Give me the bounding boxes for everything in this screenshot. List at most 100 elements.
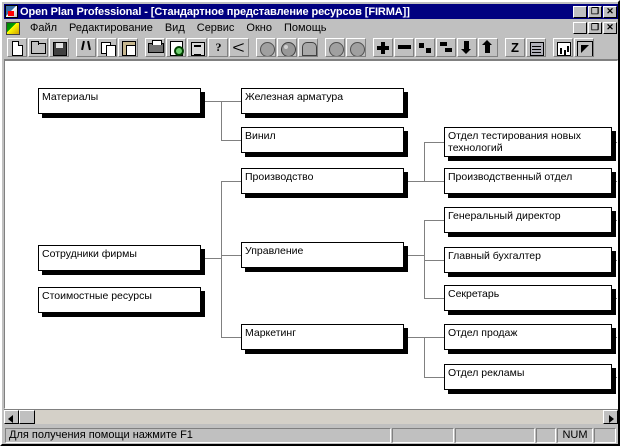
- connector-offscreen-otdel-test: [612, 142, 617, 143]
- connector-to-gl-buhgalter: [424, 260, 444, 261]
- scrollbar-track[interactable]: [19, 410, 603, 424]
- grid-view-icon[interactable]: [526, 38, 546, 57]
- connector-from-sotrudniki: [201, 258, 221, 259]
- connector-offscreen-gl-buhgalter: [612, 260, 617, 261]
- diagram-node-gl-buhgalter[interactable]: Главный бухгалтер: [444, 247, 612, 273]
- step-icon[interactable]: [436, 38, 456, 57]
- circle-shaded-icon[interactable]: [346, 38, 366, 57]
- toolbar: ? Z: [4, 36, 618, 60]
- scroll-left-arrow-icon[interactable]: [4, 410, 19, 424]
- diagram-node-upravlenie[interactable]: Управление: [241, 242, 404, 268]
- connector-to-gen-director: [424, 220, 444, 221]
- document-icon[interactable]: [6, 21, 20, 35]
- diagram-node-otdel-reklam[interactable]: Отдел рекламы: [444, 364, 612, 390]
- sort-icon[interactable]: [187, 38, 207, 57]
- connector-to-otdel-prodaj: [424, 337, 444, 338]
- minimize-button[interactable]: [573, 5, 587, 18]
- connector-trunk-sotrudniki: [221, 181, 222, 337]
- print-preview-icon[interactable]: [166, 38, 186, 57]
- diagram-node-armatura[interactable]: Железная арматура: [241, 88, 404, 114]
- connector-trunk-marketing: [424, 337, 425, 377]
- connector-to-otdel-test: [424, 142, 444, 143]
- mdi-close-button[interactable]: ✕: [603, 22, 617, 34]
- menu-item-view[interactable]: Вид: [164, 22, 185, 34]
- mdi-child-controls: ❐ ✕: [572, 22, 617, 34]
- window-title: Open Plan Professional - [Стандартное пр…: [20, 5, 410, 18]
- mdi-minimize-button[interactable]: [573, 22, 587, 34]
- chart-view-icon[interactable]: [553, 38, 573, 57]
- status-num-indicator: NUM: [557, 427, 593, 443]
- move-up-icon[interactable]: [478, 38, 498, 57]
- copy-icon[interactable]: [97, 38, 117, 57]
- connector-to-armatura: [221, 101, 241, 102]
- diagram-node-stoimostnye[interactable]: Стоимостные ресурсы: [38, 287, 201, 313]
- connector-offscreen-sekretar: [612, 298, 617, 299]
- diagram-node-materialy[interactable]: Материалы: [38, 88, 201, 114]
- cut-scissors-icon[interactable]: [76, 38, 96, 57]
- menu-item-edit[interactable]: Редактирование: [69, 22, 153, 34]
- print-icon[interactable]: [145, 38, 165, 57]
- connector-trunk-upravlenie: [424, 220, 425, 298]
- node-label: Отдел рекламы: [448, 367, 525, 379]
- scroll-right-arrow-icon[interactable]: [603, 410, 618, 424]
- open-folder-icon[interactable]: [28, 38, 48, 57]
- help-question-icon[interactable]: ?: [208, 38, 228, 57]
- diagram-node-proizv-otdel[interactable]: Производственный отдел: [444, 168, 612, 194]
- diagram-node-otdel-test[interactable]: Отдел тестирования новых технологий: [444, 127, 612, 157]
- diagram-node-marketing[interactable]: Маркетинг: [241, 324, 404, 350]
- diagram-node-otdel-prodaj[interactable]: Отдел продаж: [444, 324, 612, 350]
- connector-to-proizv-otdel: [424, 181, 444, 182]
- move-down-icon[interactable]: [457, 38, 477, 57]
- diagram-node-vinil[interactable]: Винил: [241, 127, 404, 153]
- add-plus-icon[interactable]: [373, 38, 393, 57]
- connector-to-sekretar: [424, 298, 444, 299]
- menu-item-help[interactable]: Помощь: [283, 22, 327, 34]
- connector-from-materialy: [201, 101, 221, 102]
- resource-globe-icon[interactable]: [277, 38, 297, 57]
- status-panel-d: [594, 427, 616, 443]
- remove-minus-icon[interactable]: [394, 38, 414, 57]
- app-icon: [5, 5, 18, 18]
- circle-filled-icon[interactable]: [325, 38, 345, 57]
- diagram-node-sotrudniki[interactable]: Сотрудники фирмы: [38, 245, 201, 271]
- connector-offscreen-otdel-reklam: [612, 377, 617, 378]
- link-icon[interactable]: [415, 38, 435, 57]
- title-bar: Open Plan Professional - [Стандартное пр…: [4, 4, 618, 19]
- menu-item-window[interactable]: Окно: [246, 22, 272, 34]
- node-label: Производственный отдел: [448, 171, 573, 183]
- new-file-icon[interactable]: [7, 38, 27, 57]
- diagram-node-sekretar[interactable]: Секретарь: [444, 285, 612, 311]
- connector-from-marketing: [404, 337, 424, 338]
- diagram-node-proizvodstvo[interactable]: Производство: [241, 168, 404, 194]
- zoom-z-icon[interactable]: Z: [505, 38, 525, 57]
- restore-button[interactable]: ❐: [588, 5, 602, 18]
- paste-icon[interactable]: [118, 38, 138, 57]
- connector-trunk-materialy: [221, 101, 222, 140]
- status-panel-c: [536, 427, 556, 443]
- menu-bar: Файл Редактирование Вид Сервис Окно Помо…: [4, 20, 618, 36]
- mdi-restore-button[interactable]: ❐: [588, 22, 602, 34]
- diagram-node-gen-director[interactable]: Генеральный директор: [444, 207, 612, 233]
- connector-to-marketing: [221, 337, 241, 338]
- connector-offscreen-otdel-prodaj: [612, 337, 617, 338]
- horizontal-scrollbar[interactable]: [4, 409, 618, 424]
- status-panel-b: [455, 427, 535, 443]
- node-label: Маркетинг: [245, 327, 297, 339]
- node-label: Генеральный директор: [448, 210, 561, 222]
- close-button[interactable]: ✕: [603, 5, 617, 18]
- connector-trunk-proizvodstvo: [424, 142, 425, 181]
- scrollbar-thumb[interactable]: [19, 410, 35, 424]
- network-icon[interactable]: [229, 38, 249, 57]
- save-disk-icon[interactable]: [49, 38, 69, 57]
- menu-item-file[interactable]: Файл: [30, 22, 58, 34]
- status-panel-a: [392, 427, 454, 443]
- resource-shape-icon[interactable]: [298, 38, 318, 57]
- menu-item-tools[interactable]: Сервис: [196, 22, 235, 34]
- resource-circle-icon[interactable]: [256, 38, 276, 57]
- connector-from-upravlenie: [404, 255, 424, 256]
- arrow-box-icon[interactable]: [574, 38, 594, 57]
- connector-from-proizvodstvo: [404, 181, 424, 182]
